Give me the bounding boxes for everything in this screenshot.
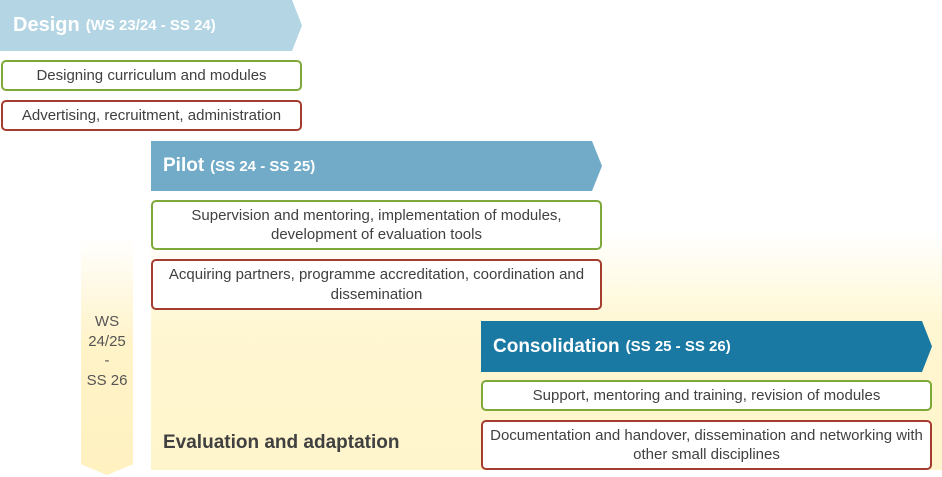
- task-pilot-supervision: Supervision and mentoring, implementatio…: [151, 200, 602, 250]
- phase-consolidation-banner: Consolidation (SS 25 - SS 26): [481, 321, 932, 372]
- evaluation-period-line: 24/25: [88, 332, 126, 350]
- task-consolidation-support: Support, mentoring and training, revisio…: [481, 380, 932, 411]
- phase-consolidation-title: Consolidation: [493, 335, 620, 357]
- evaluation-period-line: -: [104, 352, 110, 369]
- evaluation-period-label: WS 24/25 - SS 26: [81, 312, 133, 390]
- evaluation-period-line: WS: [94, 313, 120, 330]
- phase-pilot-banner: Pilot (SS 24 - SS 25): [151, 141, 602, 191]
- phase-design-title: Design: [13, 14, 80, 36]
- phase-pilot-dates: (SS 24 - SS 25): [210, 157, 316, 175]
- evaluation-period-arrow: [81, 237, 133, 475]
- evaluation-title: Evaluation and adaptation: [163, 432, 400, 453]
- phase-design-banner: Design (WS 23/24 - SS 24): [0, 0, 302, 51]
- task-design-administration: Advertising, recruitment, administration: [1, 100, 302, 131]
- phase-consolidation-dates: (SS 25 - SS 26): [625, 338, 731, 355]
- phase-pilot-title: Pilot: [163, 155, 205, 176]
- evaluation-period-line: SS 26: [86, 371, 128, 389]
- phase-design-dates: (WS 23/24 - SS 24): [85, 17, 216, 34]
- task-design-curriculum: Designing curriculum and modules: [1, 60, 302, 91]
- task-consolidation-documentation: Documentation and handover, disseminatio…: [481, 420, 932, 470]
- task-pilot-partners: Acquiring partners, programme accreditat…: [151, 259, 602, 310]
